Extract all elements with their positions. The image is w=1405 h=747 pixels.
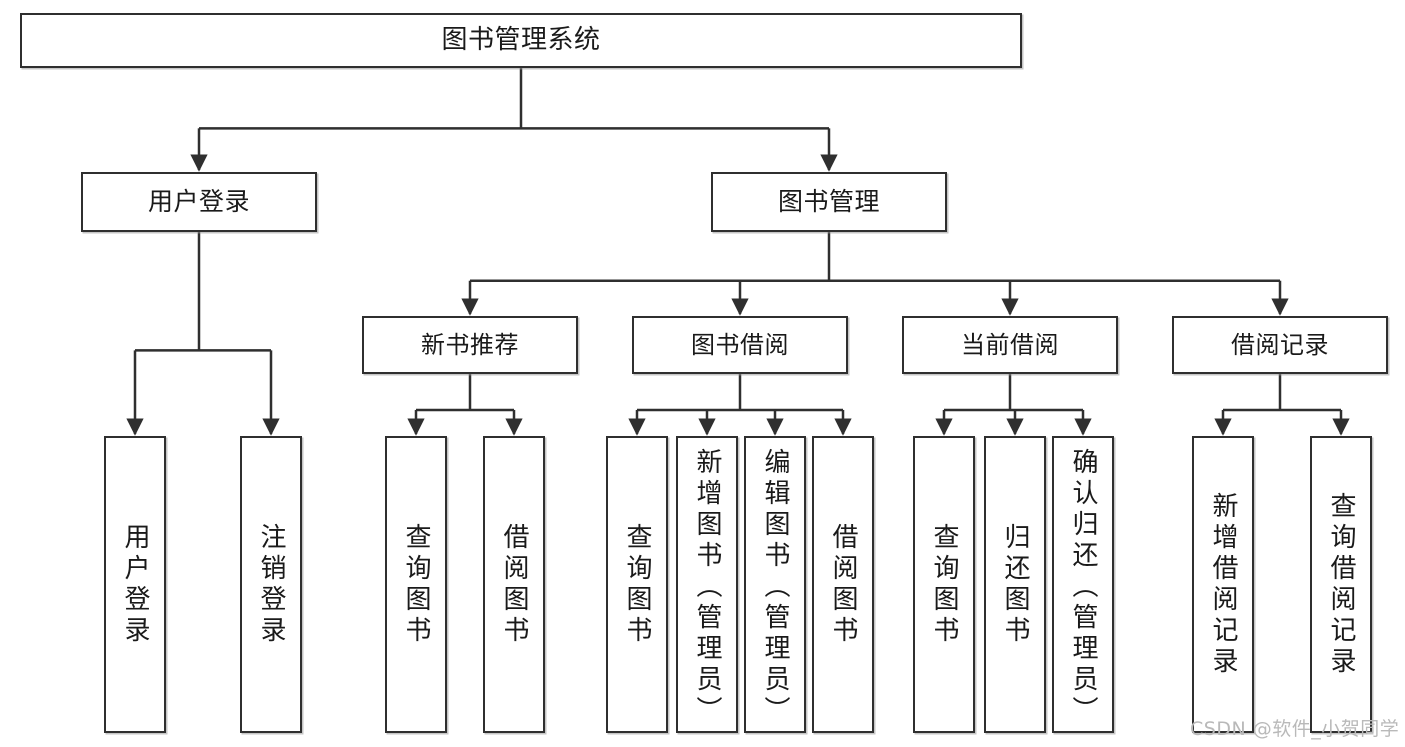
node-label: 当前借阅 <box>961 330 1059 359</box>
node-leaf-query-book-3[interactable]: 查询图书 <box>913 436 975 733</box>
node-leaf-borrow-book-1[interactable]: 借阅图书 <box>483 436 545 733</box>
node-label: 新书推荐 <box>421 330 519 359</box>
node-label: 用户登录 <box>147 187 250 217</box>
node-label: 归还图书 <box>1000 522 1030 647</box>
node-label: 借阅记录 <box>1231 330 1329 359</box>
node-label: 查询借阅记录 <box>1326 491 1356 678</box>
node-label: 查询图书 <box>929 522 959 647</box>
node-label: 编辑图书（管理员） <box>760 448 790 727</box>
node-leaf-add-book-admin[interactable]: 新增图书（管理员） <box>676 436 738 733</box>
node-leaf-query-book-2[interactable]: 查询图书 <box>606 436 668 733</box>
node-leaf-logout[interactable]: 注销登录 <box>240 436 302 733</box>
node-label: 注销登录 <box>256 522 286 647</box>
node-label: 查询图书 <box>622 522 652 647</box>
node-new-book-recommend[interactable]: 新书推荐 <box>362 316 578 374</box>
node-label: 借阅图书 <box>499 522 529 647</box>
node-label: 新增借阅记录 <box>1208 491 1238 678</box>
node-leaf-return-book[interactable]: 归还图书 <box>984 436 1046 733</box>
node-leaf-confirm-return-admin[interactable]: 确认归还（管理员） <box>1052 436 1114 733</box>
node-leaf-query-record[interactable]: 查询借阅记录 <box>1310 436 1372 733</box>
node-root[interactable]: 图书管理系统 <box>20 13 1022 68</box>
node-current-borrow[interactable]: 当前借阅 <box>902 316 1118 374</box>
node-leaf-add-record[interactable]: 新增借阅记录 <box>1192 436 1254 733</box>
node-book-manage[interactable]: 图书管理 <box>711 172 947 232</box>
node-label: 查询图书 <box>401 522 431 647</box>
node-label: 借阅图书 <box>828 522 858 647</box>
node-user-login[interactable]: 用户登录 <box>81 172 317 232</box>
node-label: 用户登录 <box>120 522 150 647</box>
node-leaf-query-book-1[interactable]: 查询图书 <box>385 436 447 733</box>
node-label: 图书借阅 <box>691 330 789 359</box>
node-leaf-user-login[interactable]: 用户登录 <box>104 436 166 733</box>
node-label: 新增图书（管理员） <box>692 448 722 727</box>
node-label: 图书管理系统 <box>441 25 601 56</box>
node-leaf-borrow-book-2[interactable]: 借阅图书 <box>812 436 874 733</box>
node-label: 确认归还（管理员） <box>1068 448 1098 727</box>
node-leaf-edit-book-admin[interactable]: 编辑图书（管理员） <box>744 436 806 733</box>
node-borrow-record[interactable]: 借阅记录 <box>1172 316 1388 374</box>
node-label: 图书管理 <box>777 187 880 217</box>
node-book-borrow[interactable]: 图书借阅 <box>632 316 848 374</box>
watermark-text: CSDN @软件_小贺同学 <box>1190 718 1400 740</box>
